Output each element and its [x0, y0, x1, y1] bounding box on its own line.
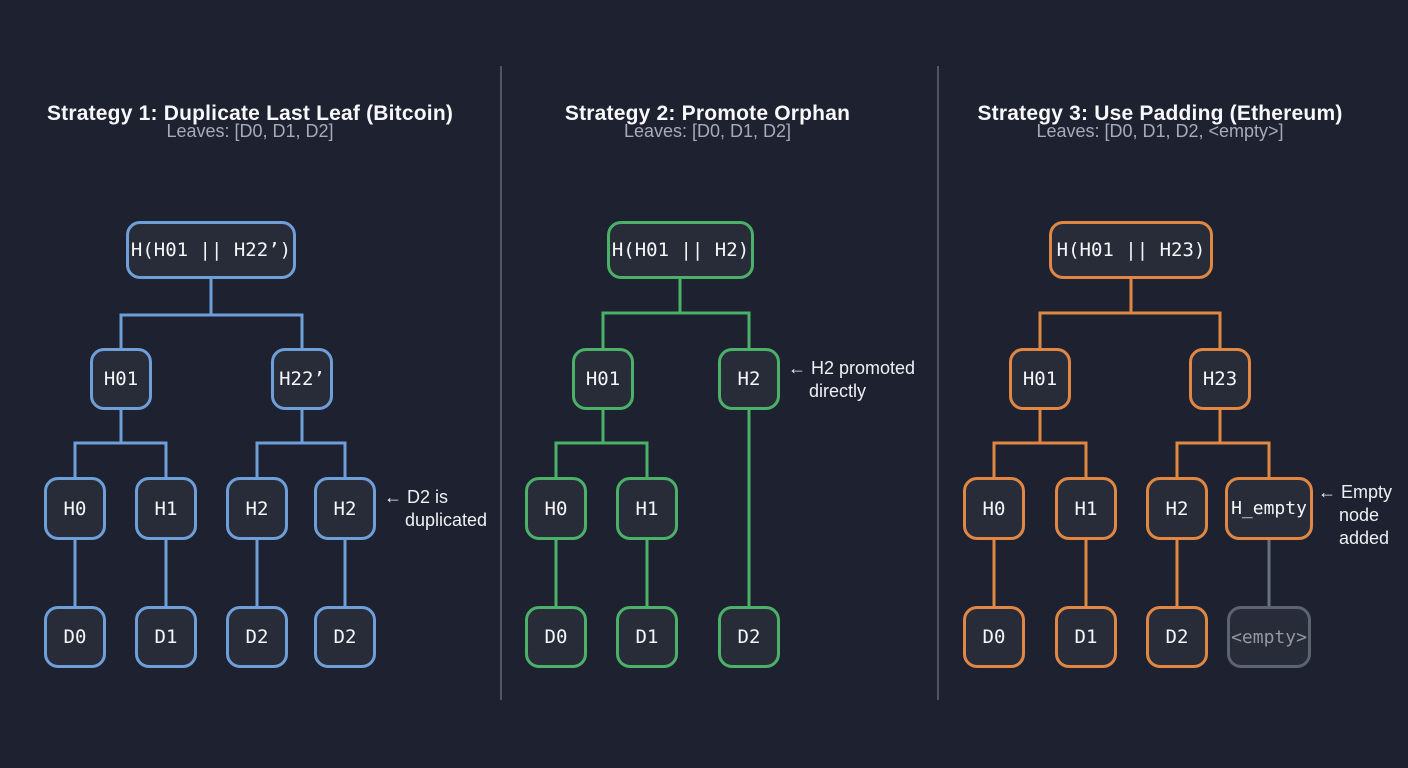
s3-node-h01: H01 [1009, 348, 1071, 410]
s3-annotation-line3: added [1339, 528, 1390, 548]
strategy2-subtitle: Leaves: [D0, D1, D2] [623, 121, 792, 141]
s1-node-h22p: H22’ [271, 348, 333, 410]
s2-root-node: H(H01 || H2) [607, 221, 754, 279]
s2-leaf-d2: D2 [718, 606, 780, 668]
strategy1-title: Strategy 1: Duplicate Last Leaf (Bitcoin… [46, 102, 454, 126]
s1-leaf-d1: D1 [135, 606, 197, 668]
s3-node-h23: H23 [1189, 348, 1251, 410]
s1-annotation-line1: ← D2 is [384, 487, 449, 507]
strategy2-edges [554, 279, 751, 606]
s1-node-h2-dup: H2 [314, 477, 376, 540]
s1-annotation-line2: duplicated [405, 510, 488, 530]
strategy1-edges [73, 279, 347, 606]
s1-node-h0: H0 [44, 477, 106, 540]
s3-node-h2: H2 [1146, 477, 1208, 540]
s3-annotation-line2: node [1339, 505, 1380, 525]
s1-node-h1: H1 [135, 477, 197, 540]
s3-leaf-d1: D1 [1055, 606, 1117, 668]
s3-leaf-d0: D0 [963, 606, 1025, 668]
s2-node-h01: H01 [572, 348, 634, 410]
s3-node-h0: H0 [963, 477, 1025, 540]
s2-leaf-d1: D1 [616, 606, 678, 668]
s1-node-h2: H2 [226, 477, 288, 540]
s2-node-h2: H2 [718, 348, 780, 410]
s2-annotation-line1: ← H2 promoted [788, 358, 916, 378]
s1-leaf-d2-dup: D2 [314, 606, 376, 668]
s3-leaf-empty: <empty> [1227, 606, 1311, 668]
s3-node-h1: H1 [1055, 477, 1117, 540]
s1-leaf-d2: D2 [226, 606, 288, 668]
s1-node-h01: H01 [90, 348, 152, 410]
s1-leaf-d0: D0 [44, 606, 106, 668]
s3-leaf-d2: D2 [1146, 606, 1208, 668]
strategy3-title: Strategy 3: Use Padding (Ethereum) [977, 102, 1343, 126]
strategy3-subtitle: Leaves: [D0, D1, D2, <empty>] [1036, 121, 1284, 141]
s2-node-h1: H1 [616, 477, 678, 540]
s2-node-h0: H0 [525, 477, 587, 540]
strategy2-title: Strategy 2: Promote Orphan [564, 102, 851, 126]
strategy3-edges [992, 279, 1271, 606]
s3-node-h-empty: H_empty [1225, 477, 1313, 540]
s2-annotation-line2: directly [809, 381, 867, 401]
s3-root-node: H(H01 || H23) [1049, 221, 1213, 279]
strategy1-subtitle: Leaves: [D0, D1, D2] [166, 121, 334, 141]
s3-annotation: ← Empty node added [1318, 481, 1392, 550]
s1-root-node: H(H01 || H22’) [126, 221, 296, 279]
s1-annotation: ← D2 is duplicated [384, 486, 487, 532]
s3-annotation-line1: ← Empty [1318, 482, 1393, 502]
s2-annotation: ← H2 promoted directly [788, 357, 915, 403]
s2-leaf-d0: D0 [525, 606, 587, 668]
